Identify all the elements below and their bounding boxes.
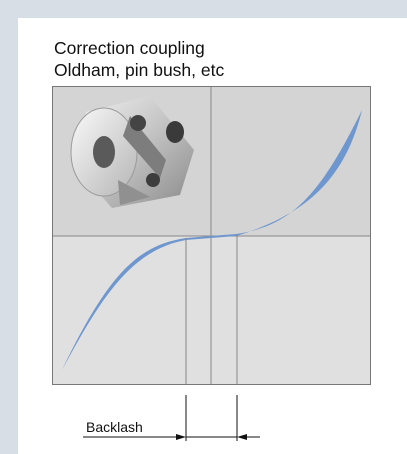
diagram-title-line1: Correction coupling bbox=[54, 38, 205, 58]
coupling-image bbox=[70, 96, 194, 208]
diagram-title-line2: Oldham, pin bush, etc bbox=[54, 60, 225, 80]
backlash-arrow-left bbox=[176, 434, 186, 440]
backlash-arrow-right bbox=[237, 434, 247, 440]
graph-frame bbox=[52, 86, 371, 385]
backlash-label: Backlash bbox=[86, 419, 143, 435]
